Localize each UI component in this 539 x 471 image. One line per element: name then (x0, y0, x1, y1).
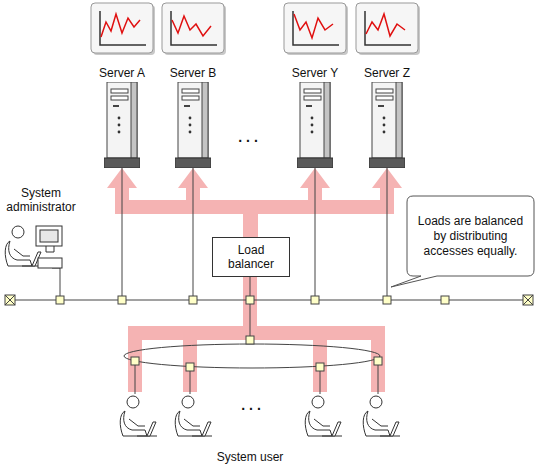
server-wires (122, 168, 387, 300)
admin-wire (52, 268, 60, 300)
network-port (311, 296, 319, 304)
chart-line (294, 14, 333, 38)
terminator (523, 295, 533, 305)
server-label: Server Y (275, 66, 355, 82)
users (120, 396, 400, 436)
network-nodes (5, 295, 533, 371)
chart-line (366, 14, 405, 36)
callout-box: Loads are balanced by distributing acces… (407, 196, 534, 276)
server-label: Server B (153, 66, 233, 82)
chart-icon (162, 3, 226, 55)
admin-stand (46, 246, 54, 252)
figure-label: System user (190, 450, 310, 464)
network-port (131, 357, 139, 365)
network-port (374, 357, 382, 365)
server-tower (297, 82, 333, 168)
server-tower (104, 82, 140, 168)
chart-icon (91, 3, 155, 55)
chart-icon (356, 3, 420, 55)
server-label: Server Z (347, 66, 427, 82)
callout-shape (391, 196, 534, 287)
server-node: Server A (92, 66, 152, 168)
chart-line (101, 14, 140, 37)
network-port (56, 296, 64, 304)
server-node: Server Z (357, 66, 417, 168)
edge-layer (122, 188, 387, 237)
admin-pc (38, 258, 62, 268)
user-figure (305, 396, 342, 436)
admin-monitor (36, 226, 62, 246)
box-label: Load balancer (221, 243, 281, 271)
access-arrow (193, 188, 251, 237)
user-figure (120, 396, 157, 436)
callout-text: Loads are balanced by distributing acces… (415, 214, 526, 259)
user-figure (175, 396, 212, 436)
network-port (441, 296, 449, 304)
network-port (186, 363, 194, 371)
figure-label: System administrator (0, 186, 82, 214)
server-tower (369, 82, 405, 168)
access-arrow (251, 188, 387, 237)
flow-stems (135, 333, 378, 392)
user-network-ellipse (124, 344, 380, 368)
server-node: Server B (163, 66, 223, 168)
process-box: Load balancer (212, 237, 290, 277)
network-line (10, 300, 528, 301)
user-wires (135, 361, 378, 394)
chart-icon (284, 3, 348, 55)
network-port (316, 363, 324, 371)
admin-figure (5, 226, 62, 268)
user-figure (363, 396, 400, 436)
network-port (246, 296, 254, 304)
ellipsis-mark: ... (225, 130, 275, 144)
chart-line (172, 16, 211, 36)
network-port (246, 336, 254, 344)
chart-icons (91, 3, 420, 55)
flow-band (128, 326, 385, 340)
ellipsis-mark: ... (228, 398, 278, 412)
terminator (5, 295, 15, 305)
network-port (383, 296, 391, 304)
server-node: Server Y (285, 66, 345, 168)
network-port (118, 296, 126, 304)
access-arrow (122, 188, 251, 237)
admin-screen (40, 230, 58, 242)
network-port (189, 296, 197, 304)
server-tower (175, 82, 211, 168)
server-label: Server A (82, 66, 162, 82)
